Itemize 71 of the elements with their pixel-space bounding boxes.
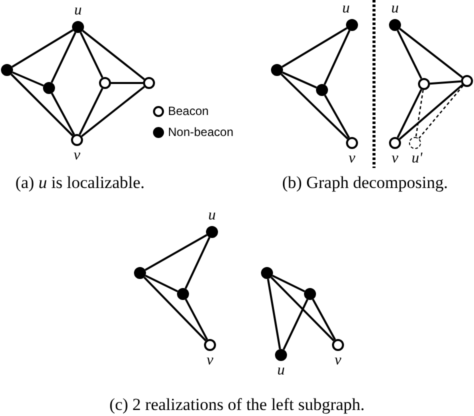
hollow-vertex-circle: [461, 75, 473, 87]
edge-line: [430, 80, 462, 85]
hollow-vertex-circle: [99, 77, 111, 89]
edge-line: [272, 274, 306, 292]
edge-line: [50, 92, 76, 136]
filled-vertex-circle: [177, 288, 189, 300]
vertex-label: u: [391, 2, 399, 16]
edge-line: [50, 32, 76, 84]
edge-line: [399, 28, 463, 78]
subfigure-caption: (c) 2 realizations of the left subgraph.: [109, 395, 365, 415]
edge-line: [396, 88, 422, 138]
hollow-vertex-circle: [143, 77, 155, 89]
edge-line: [12, 71, 44, 87]
edge-line: [267, 278, 281, 350]
vertex-label: v: [334, 354, 342, 368]
filled-vertex-circle: [134, 267, 146, 279]
filled-vertex-circle: [72, 21, 84, 33]
legend-label: Non-beacon: [168, 125, 234, 139]
edge-line: [324, 30, 350, 85]
edge-line: [282, 27, 348, 68]
edge-line: [144, 234, 208, 271]
hollow-vertex-circle: [71, 134, 83, 146]
filled-vertex-circle: [271, 64, 283, 76]
hollow-vertex-circle: [204, 339, 216, 351]
edge-line: [312, 298, 336, 340]
edge-line: [280, 73, 348, 140]
edge-line: [12, 29, 74, 68]
edge-line: [144, 274, 178, 292]
subfigure-caption: (b) Graph decomposing.: [282, 173, 448, 193]
filled-vertex-circle: [275, 349, 287, 361]
edge-line: [80, 32, 104, 78]
filled-vertex-circle: [261, 267, 273, 279]
edge-line: [396, 30, 422, 80]
vertex-label: v: [74, 148, 80, 164]
filled-vertex-circle: [389, 19, 401, 31]
filled-vertex-circle: [43, 82, 55, 94]
hollow-vertex-circle: [332, 339, 344, 351]
edge-line: [415, 90, 424, 138]
edge-line: [78, 88, 104, 136]
vertex-label: v: [392, 152, 398, 166]
dashed-vertex-circle: [409, 137, 421, 149]
vertex-label: u: [277, 364, 285, 378]
edge-line: [324, 94, 350, 138]
filled-vertex-circle: [316, 84, 328, 96]
vertex-label: v: [348, 152, 356, 166]
vertex-label: u': [412, 152, 422, 166]
filled-vertex-circle: [206, 226, 218, 238]
edge-line: [270, 276, 334, 342]
edge-line: [143, 276, 207, 342]
filled-vertex-circle: [1, 64, 13, 76]
edge-line: [282, 298, 308, 350]
filled-vertex-circle: [346, 19, 358, 31]
edge-line: [82, 30, 145, 80]
vertex-label: u: [74, 4, 82, 18]
subfigure-caption: (a) u is localizable.: [15, 173, 145, 193]
edge-line: [184, 237, 210, 289]
edge-line: [398, 84, 464, 140]
legend-label: Beacon: [168, 104, 209, 118]
hollow-vertex-circle: [346, 137, 358, 149]
vertex-label: u: [208, 208, 216, 224]
vertex-label: v: [206, 354, 214, 368]
hollow-vertex-circle: [418, 78, 430, 90]
edge-line: [81, 86, 145, 138]
hollow-vertex-circle: [389, 137, 401, 149]
edge-line: [111, 82, 143, 84]
edge-line: [282, 72, 317, 88]
edge-line: [184, 298, 208, 340]
edge-line: [10, 74, 74, 136]
edge-line: [418, 85, 464, 139]
vertex-label: u: [342, 2, 350, 16]
filled-vertex-circle: [304, 288, 316, 300]
